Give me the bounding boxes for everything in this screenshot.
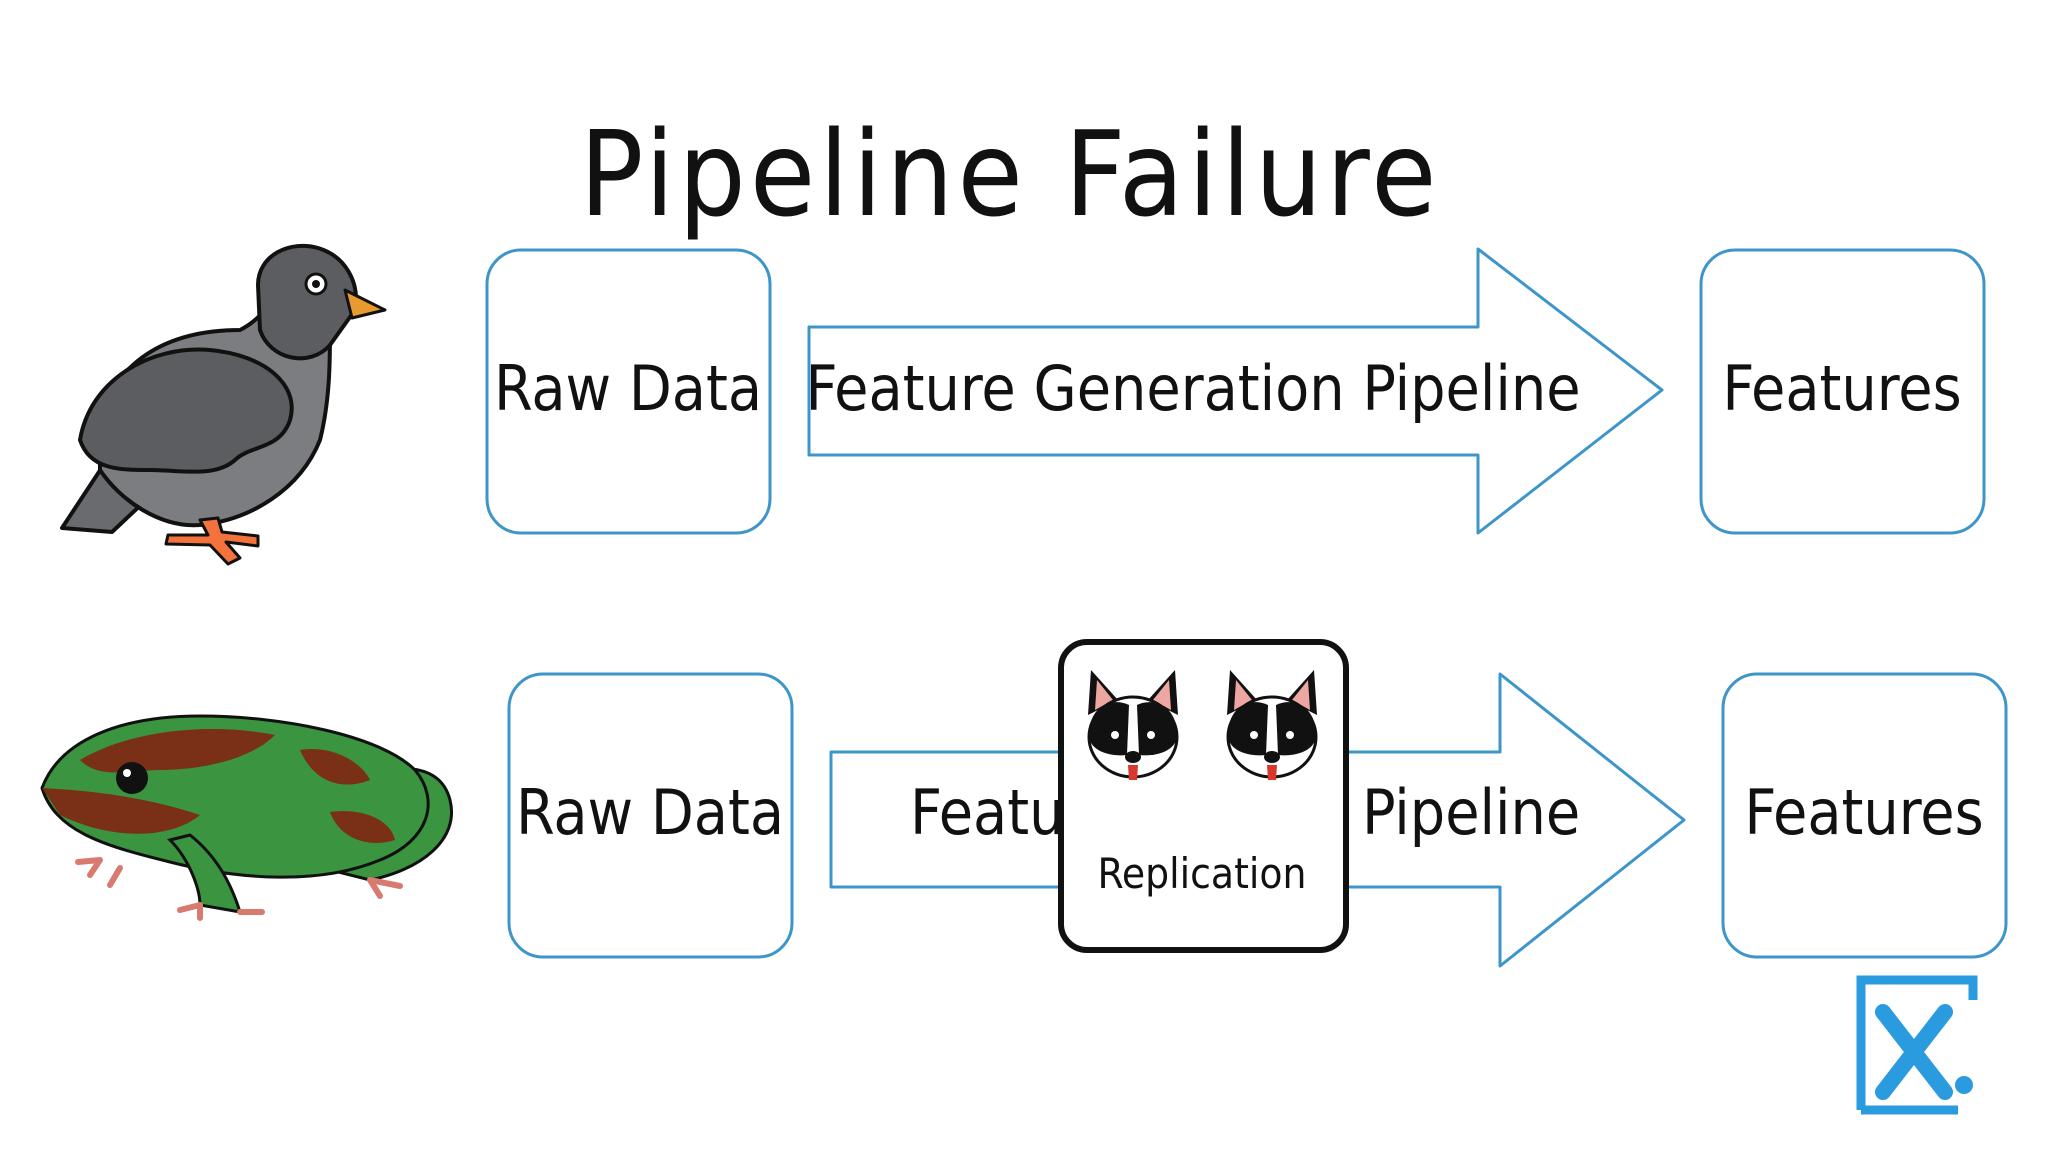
features-label: Features <box>1722 352 1961 425</box>
french-bulldog-icon <box>1087 670 1318 780</box>
pipeline-arrow-label-right: Pipeline <box>1362 776 1580 849</box>
raw-data-box: Raw Data <box>485 248 772 535</box>
pipeline-arrow: Feature Generation Pipeline <box>805 247 1664 535</box>
replication-label: Replication <box>1098 849 1307 898</box>
raw-data-label-2: Raw Data <box>516 776 784 849</box>
features-label-2: Features <box>1744 776 1983 849</box>
replication-card: Replication <box>1058 639 1349 953</box>
raw-data-label: Raw Data <box>494 352 762 425</box>
x-logo-icon <box>1856 975 1978 1115</box>
features-box-2: Features <box>1721 672 2008 959</box>
frog-icon <box>40 714 453 921</box>
pipeline-arrow-label-left: Featur <box>910 776 1087 849</box>
features-box: Features <box>1699 248 1986 535</box>
pipeline-arrow-label: Feature Generation Pipeline <box>805 352 1580 425</box>
raw-data-box-2: Raw Data <box>507 672 794 959</box>
pigeon-icon <box>60 243 387 566</box>
page-title: Pipeline Failure <box>580 105 1441 243</box>
